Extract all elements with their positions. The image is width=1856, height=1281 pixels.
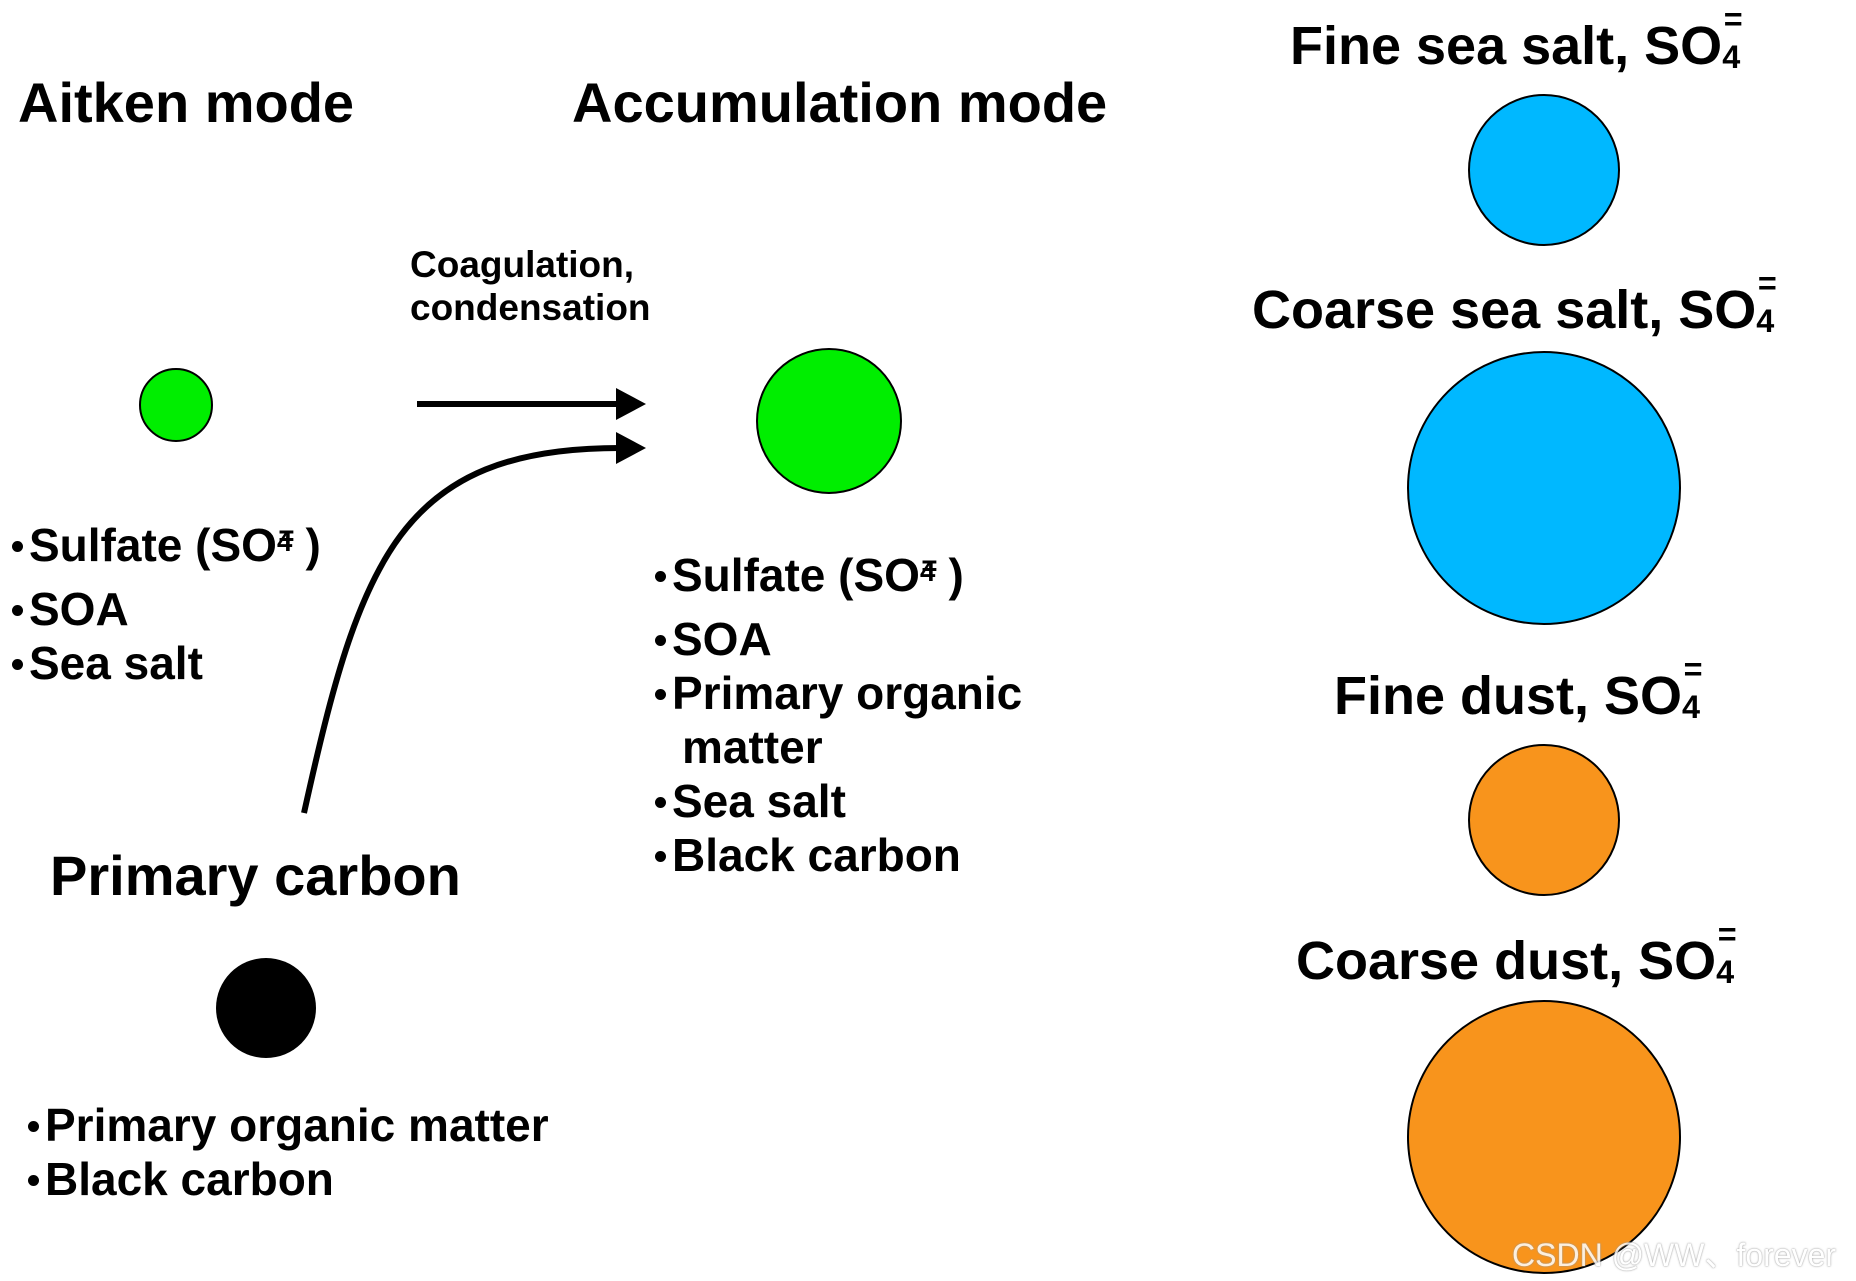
primary-carbon-title: Primary carbon	[50, 844, 461, 907]
primary-carbon-arrow-head	[616, 432, 646, 464]
list-item: Sea salt	[655, 774, 1022, 828]
list-item: SOA	[12, 582, 321, 636]
coagulation-arrow-head	[616, 388, 646, 420]
coarse-dust-particle	[1407, 1000, 1681, 1274]
list-item: matter	[682, 721, 823, 773]
aitken-particle	[139, 368, 213, 442]
list-item: SOA	[655, 612, 1022, 666]
bullet-icon	[28, 1174, 39, 1186]
bullet-icon	[12, 540, 23, 552]
list-item: Primary organic matter	[28, 1098, 549, 1152]
bullet-icon	[655, 570, 666, 582]
watermark: CSDN @WW、forever	[1512, 1237, 1837, 1273]
primary-carbon-species-list: Primary organic matter Black carbon	[28, 1098, 549, 1206]
accumulation-mode-title: Accumulation mode	[572, 71, 1108, 134]
bullet-icon	[655, 796, 666, 808]
accumulation-particle	[756, 348, 902, 494]
fine-dust-particle	[1468, 744, 1620, 896]
bullet-icon	[12, 604, 23, 616]
bullet-icon	[28, 1120, 39, 1132]
bullet-icon	[655, 688, 666, 700]
list-item: Sea salt	[12, 636, 321, 690]
fine-sea-salt-particle	[1468, 94, 1620, 246]
aitken-mode-title: Aitken mode	[18, 71, 355, 134]
coarse-sea-salt-particle	[1407, 351, 1681, 625]
primary-carbon-arrow-shaft	[301, 445, 621, 814]
list-item: Black carbon	[28, 1152, 549, 1206]
list-item: Primary organic	[655, 666, 1022, 720]
primary-carbon-particle	[216, 958, 316, 1058]
arrow-label: Coagulation, condensation	[410, 244, 651, 328]
bullet-icon	[655, 634, 666, 646]
list-item: Black carbon	[655, 828, 1022, 882]
bullet-icon	[655, 850, 666, 862]
bullet-icon	[12, 658, 23, 670]
